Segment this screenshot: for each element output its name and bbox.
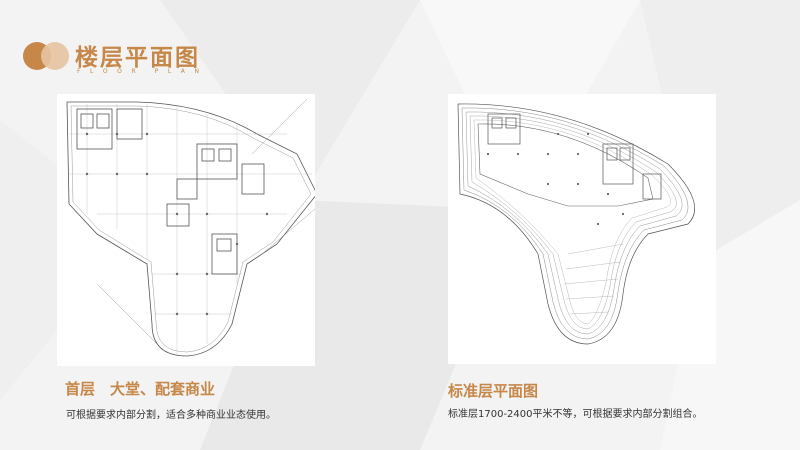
subtitle-letter: P [154,68,159,75]
ground-floor-description: 可根据要求内部分割，适合多种商业业态使用。 [66,410,276,421]
subtitle-letter: L [167,68,172,75]
subtitle-letter: R [131,68,136,75]
standard-floor-plan-image [448,94,716,364]
subtitle-letter: L [90,68,94,75]
logo-circles-icon [23,42,69,70]
subtitle-letter: A [180,68,185,75]
subtitle-letter: O [117,68,122,75]
subtitle-letter: F [77,68,81,75]
subtitle-letter: O [102,68,108,75]
ground-floor-drawing [66,98,315,357]
page-subtitle: F L O O R P L A N [77,68,199,75]
ground-floor-plan-image [57,94,315,366]
subtitle-letter: N [194,68,199,75]
ground-floor-title: 首层 大堂、配套商业 [65,380,216,398]
page-title: 楼层平面图 [75,45,200,71]
standard-floor-title: 标准层平面图 [448,382,539,400]
standard-floor-description: 标准层1700-2400平米不等，可根据要求内部分割组合。 [448,409,703,420]
standard-floor-drawing [457,103,696,345]
